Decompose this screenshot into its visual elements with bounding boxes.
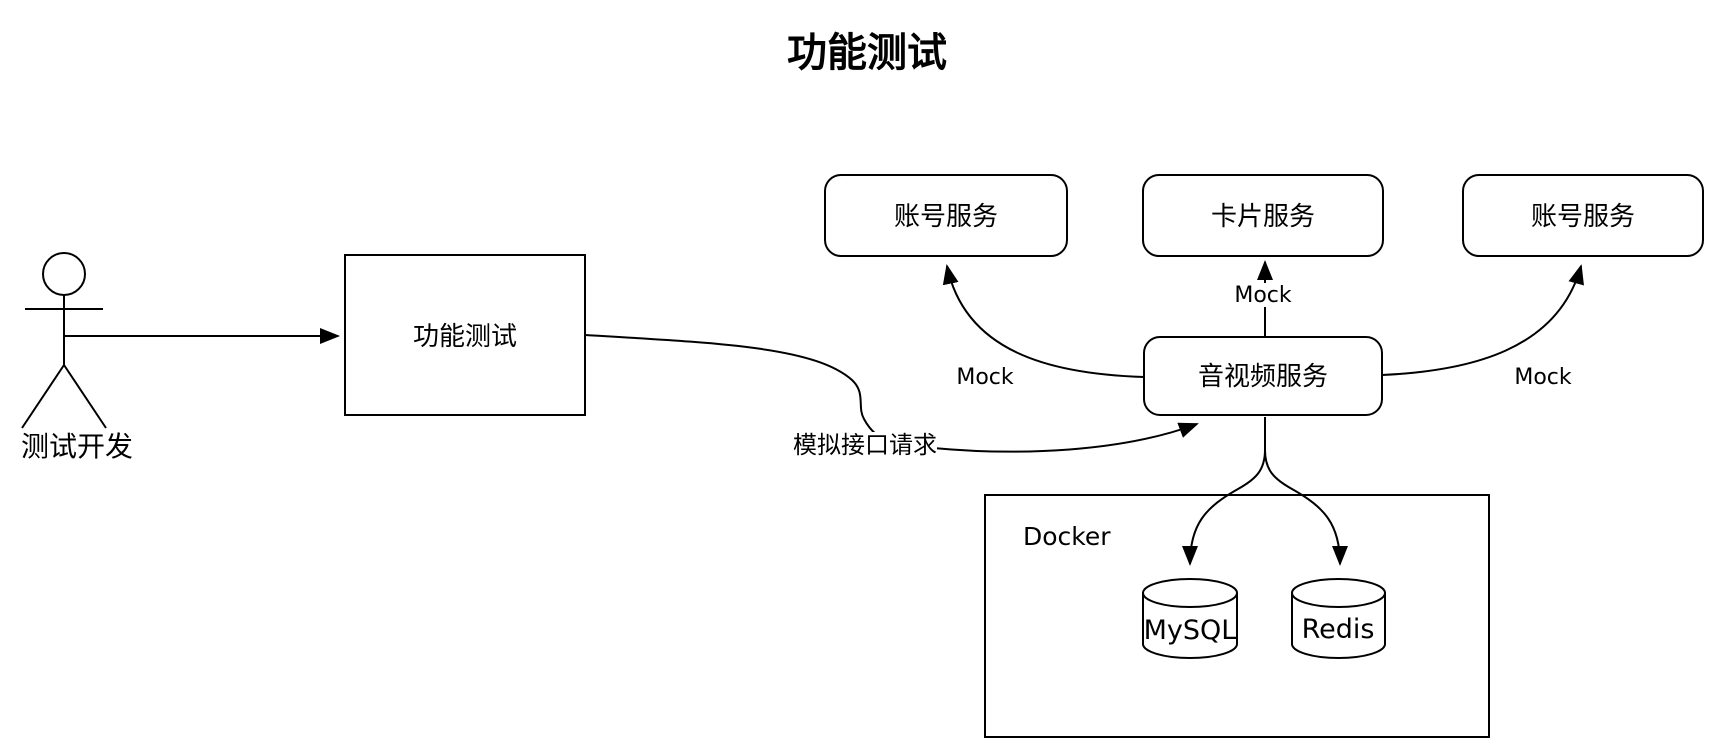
mysql-database-node: MySQL <box>1142 578 1238 659</box>
functional-test-box <box>344 254 586 416</box>
simulated-request-edge: 模拟接口请求 <box>584 334 1199 459</box>
mock-left-curve <box>942 264 1145 378</box>
account-service-right-box <box>1462 174 1704 257</box>
simulated-request-label: 模拟接口请求 <box>793 431 937 459</box>
card-service-label: 卡片服务 <box>1211 202 1315 232</box>
mysql-cylinder-top <box>1142 578 1238 608</box>
functional-test-node: 功能测试 <box>344 254 586 416</box>
mock-right-edge: Mock <box>1381 264 1584 390</box>
simulated-request-curve-2 <box>932 422 1199 453</box>
account-service-right-label: 账号服务 <box>1531 202 1635 232</box>
mysql-cylinder-body <box>1142 593 1238 659</box>
redis-label: Redis <box>1302 614 1375 645</box>
card-service-node: 卡片服务 <box>1142 174 1384 257</box>
av-to-redis-edge <box>1264 417 1348 566</box>
mysql-label: MySQL <box>1144 615 1237 646</box>
account-service-right-node: 账号服务 <box>1462 174 1704 257</box>
mock-left-edge: Mock <box>942 264 1145 390</box>
mock-left-label: Mock <box>956 365 1014 390</box>
av-to-mysql-edge <box>1182 417 1266 566</box>
av-service-box <box>1143 336 1383 416</box>
account-service-left-label: 账号服务 <box>894 202 998 232</box>
av-service-node: 音视频服务 <box>1143 336 1383 416</box>
actor-head <box>42 252 86 296</box>
av-service-label: 音视频服务 <box>1198 362 1328 392</box>
redis-cylinder-body <box>1291 593 1386 659</box>
mock-right-label: Mock <box>1514 365 1572 390</box>
mock-top-edge: Mock <box>1234 260 1292 337</box>
simulated-request-label-bg <box>795 432 937 458</box>
mock-right-curve <box>1381 264 1584 376</box>
redis-cylinder-top <box>1291 578 1386 608</box>
account-service-left-node: 账号服务 <box>824 174 1068 257</box>
redis-database-node: Redis <box>1291 578 1386 659</box>
card-service-box <box>1142 174 1384 257</box>
mock-top-label-bg <box>1236 283 1292 307</box>
actor-label: 测试开发 <box>21 430 133 463</box>
actor-figure: 测试开发 <box>21 252 133 463</box>
actor-right-leg <box>63 364 107 429</box>
simulated-request-curve-1 <box>584 334 893 443</box>
account-service-left-box <box>824 174 1068 257</box>
mock-top-label: Mock <box>1234 283 1292 308</box>
docker-label: Docker <box>1023 522 1111 551</box>
functional-test-label: 功能测试 <box>413 322 517 352</box>
actor-left-leg <box>21 364 65 429</box>
diagram-title: 功能测试 <box>787 30 947 76</box>
